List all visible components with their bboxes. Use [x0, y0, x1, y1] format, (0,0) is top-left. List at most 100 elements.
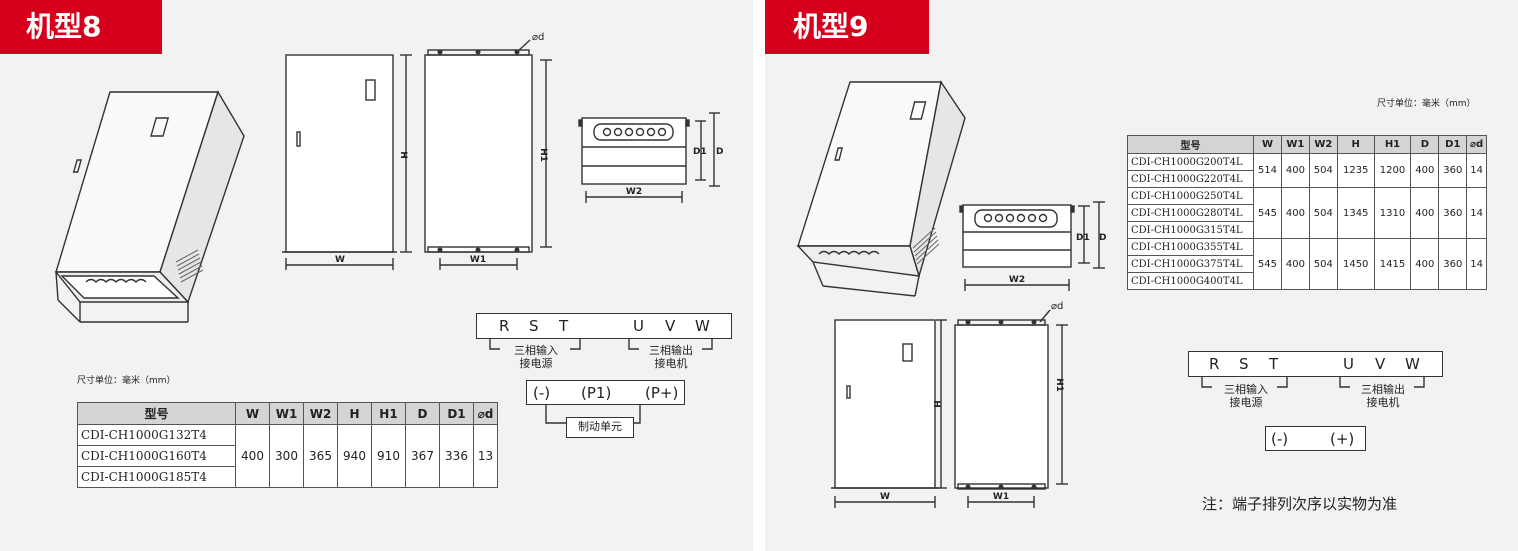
- front-view: [831, 319, 947, 508]
- value-w2: 365: [303, 424, 338, 488]
- input-label: 三相输入 接电源: [1224, 383, 1268, 409]
- brake-unit-label: 制动单元: [566, 417, 634, 438]
- bottom-view: [959, 201, 1105, 291]
- value-h1: 1200: [1373, 153, 1412, 188]
- unit-note: 尺寸单位：毫米（mm）: [1377, 99, 1476, 109]
- output-label: 三相输出 接电机: [649, 344, 693, 370]
- value-w: 545: [1253, 238, 1282, 290]
- value-h1: 1415: [1373, 238, 1412, 290]
- model-cell: CDI-CH1000G200T4L: [1127, 153, 1254, 171]
- table-row: CDI-CH1000G250T4L 545 400 504 1345 1310 …: [1127, 187, 1487, 239]
- value-w2: 504: [1308, 238, 1338, 290]
- col-h1: H1: [1373, 135, 1412, 154]
- front-view: [282, 54, 412, 270]
- main-terminal-strip: R S T U V W: [1188, 351, 1443, 377]
- dim-w1-label: W1: [993, 492, 1009, 502]
- dc-terminal-strip: (-) (P1) (P+): [526, 380, 685, 405]
- model-8-drawings: W W1 W2 H H1 D1 D ⌀d: [54, 32, 723, 424]
- col-h: H: [337, 402, 372, 425]
- dim-d-label: D: [716, 147, 723, 157]
- dim-h-label: H: [931, 400, 941, 408]
- col-w: W: [1253, 135, 1282, 154]
- dim-w2-label: W2: [626, 187, 642, 197]
- value-w: 545: [1253, 187, 1282, 239]
- col-w2: W2: [1308, 135, 1338, 154]
- table-header-row: 型号 W W1 W2 H H1 D D1 ⌀d: [1127, 135, 1487, 154]
- terminal-dc-plus: (+): [1330, 429, 1355, 448]
- dim-phi-label: ⌀d: [1051, 301, 1063, 312]
- input-label: 三相输入 接电源: [514, 344, 558, 370]
- terminal-s: S: [1239, 355, 1249, 373]
- terminal-u: U: [1343, 355, 1354, 373]
- model-cell: CDI-CH1000G185T4: [77, 466, 236, 488]
- model-cell: CDI-CH1000G375T4L: [1127, 255, 1254, 273]
- spec-table: 型号 W W1 W2 H H1 D D1 ⌀d CDI-CH1000G200T4…: [1127, 135, 1487, 290]
- value-h: 1450: [1336, 238, 1375, 290]
- dim-w1-label: W1: [470, 255, 486, 265]
- terminal-v: V: [665, 317, 676, 335]
- dim-d1-label: D1: [1076, 233, 1090, 243]
- table-row: CDI-CH1000G132T4 400 300 365 940 910 367…: [77, 424, 498, 488]
- col-h: H: [1336, 135, 1375, 154]
- terminal-t: T: [1269, 355, 1279, 373]
- bottom-view: [578, 112, 720, 203]
- terminal-dc-minus: (-): [1271, 429, 1289, 448]
- terminal-p-plus: (P+): [645, 383, 679, 402]
- unit-note: 尺寸单位：毫米（mm）: [77, 376, 176, 386]
- model-cell: CDI-CH1000G280T4L: [1127, 204, 1254, 222]
- model-cell: CDI-CH1000G400T4L: [1127, 272, 1254, 290]
- value-h1: 1310: [1373, 187, 1412, 239]
- main-terminal-strip: R S T U V W: [476, 313, 732, 339]
- value-w1: 400: [1280, 153, 1310, 188]
- output-label: 三相输出 接电机: [1361, 383, 1405, 409]
- value-d: 400: [1410, 238, 1440, 290]
- terminal-r: R: [1209, 355, 1220, 373]
- col-model: 型号: [77, 402, 236, 425]
- col-phi-d: ⌀d: [473, 402, 498, 425]
- value-h: 1235: [1336, 153, 1375, 188]
- model-cell: CDI-CH1000G132T4: [77, 424, 236, 446]
- side-view: [954, 309, 1068, 508]
- terminal-v: V: [1375, 355, 1386, 373]
- value-w1: 400: [1280, 238, 1310, 290]
- dim-w2-label: W2: [1009, 275, 1025, 285]
- col-w1: W1: [269, 402, 304, 425]
- table-row: CDI-CH1000G160T4: [77, 445, 498, 467]
- value-d: 400: [1410, 187, 1440, 239]
- side-view: [424, 39, 552, 270]
- value-d: 400: [1410, 153, 1440, 188]
- model-title: 机型8: [0, 0, 162, 54]
- dim-w-label: W: [335, 255, 345, 265]
- value-w2: 504: [1308, 153, 1338, 188]
- value-h: 1345: [1336, 187, 1375, 239]
- value-w1: 400: [1280, 187, 1310, 239]
- value-phi-d: 13: [473, 424, 498, 488]
- table-row: CDI-CH1000G400T4L: [1127, 272, 1487, 290]
- dim-h1-label: H1: [538, 148, 548, 162]
- terminal-dc-minus: (-): [533, 383, 551, 402]
- terminal-t: T: [559, 317, 569, 335]
- value-phi-d: 14: [1466, 187, 1487, 239]
- table-row: CDI-CH1000G200T4L 514 400 504 1235 1200 …: [1127, 153, 1487, 188]
- model-cell: CDI-CH1000G315T4L: [1127, 221, 1254, 239]
- col-h1: H1: [371, 402, 406, 425]
- model-title: 机型9: [765, 0, 929, 54]
- panel-model-9: 机型9: [765, 0, 1518, 551]
- dim-d1-label: D1: [693, 147, 707, 157]
- model-9-drawings: W2 D1 D W W1 H H1 ⌀d: [796, 80, 1425, 508]
- value-phi-d: 14: [1466, 238, 1487, 290]
- terminal-w: W: [1405, 355, 1420, 373]
- panel-model-8: 机型8: [0, 0, 753, 551]
- terminal-w: W: [695, 317, 710, 335]
- terminal-s: S: [529, 317, 539, 335]
- table-row: CDI-CH1000G355T4L 545 400 504 1450 1415 …: [1127, 238, 1487, 290]
- value-h: 940: [337, 424, 372, 488]
- col-d1: D1: [439, 402, 474, 425]
- value-phi-d: 14: [1466, 153, 1487, 188]
- value-w1: 300: [269, 424, 304, 488]
- value-d1: 336: [439, 424, 474, 488]
- terminal-r: R: [499, 317, 510, 335]
- value-w: 400: [235, 424, 270, 488]
- col-w: W: [235, 402, 270, 425]
- dim-h-label: H: [398, 151, 408, 159]
